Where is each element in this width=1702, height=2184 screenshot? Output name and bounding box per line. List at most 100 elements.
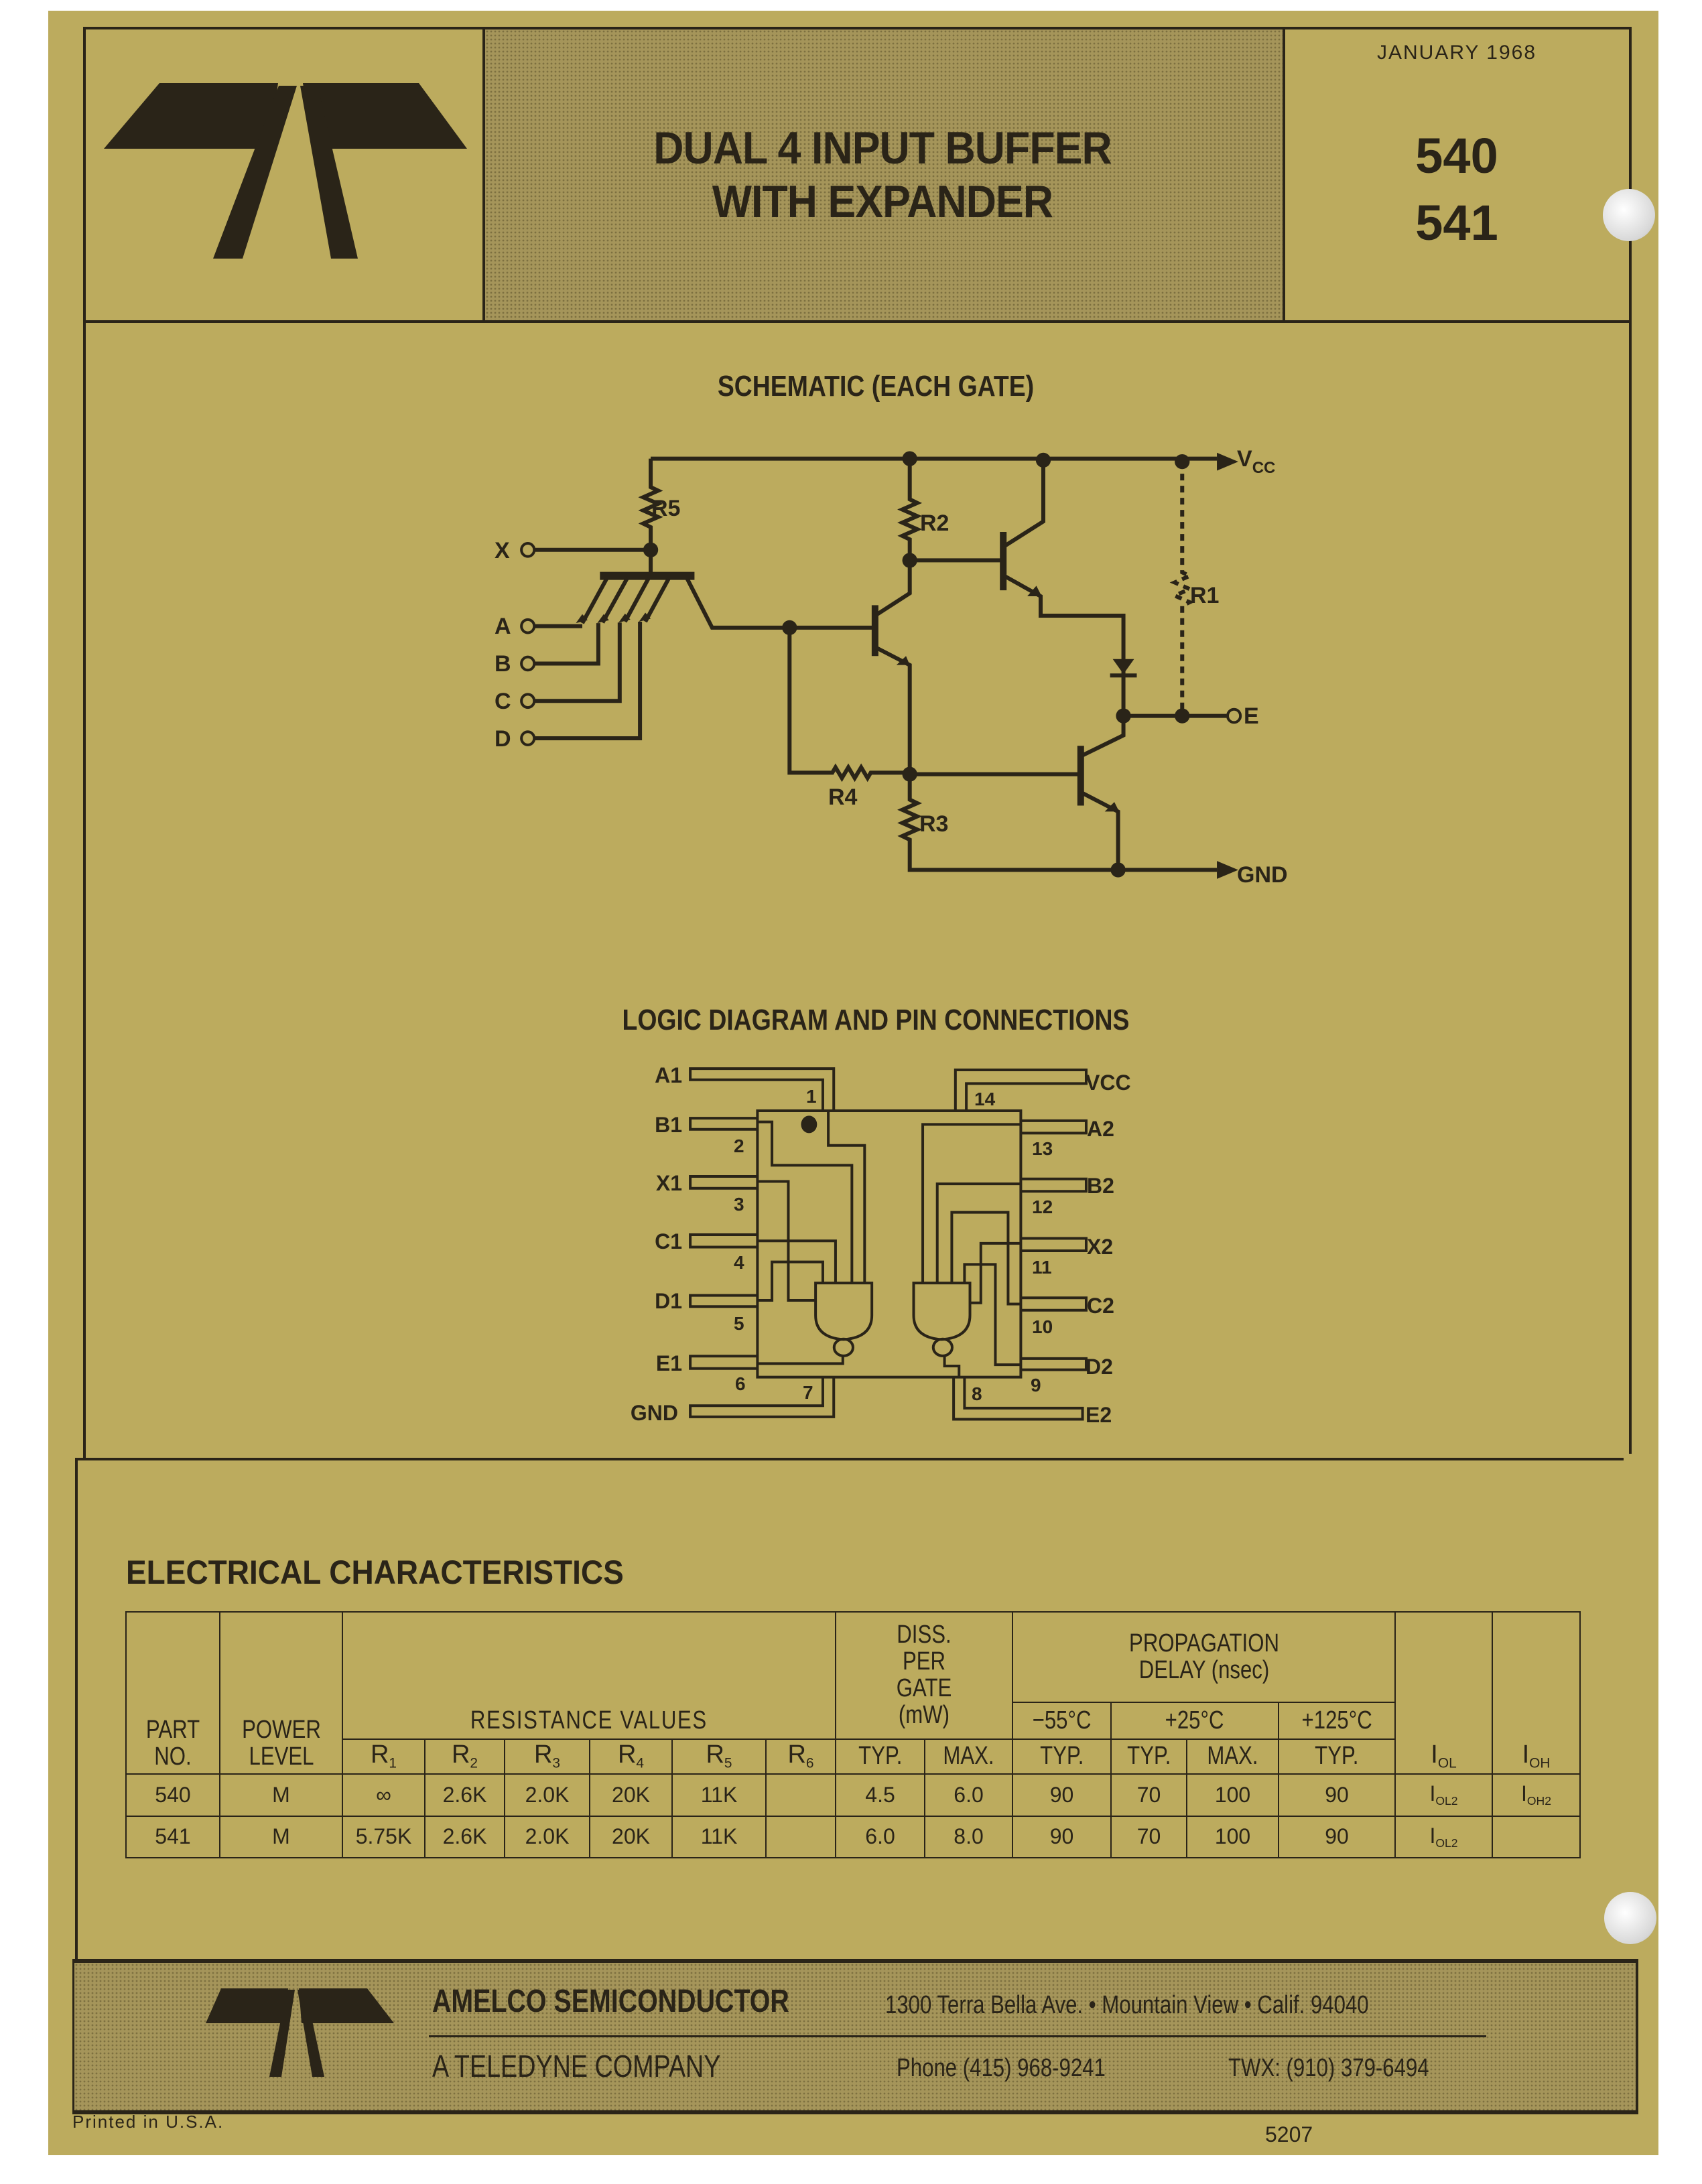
footer-company: AMELCO SEMICONDUCTOR (432, 1984, 789, 2019)
pin-number-4: 4 (734, 1252, 744, 1273)
cell-r4: 20K (589, 1816, 673, 1858)
cell-pd-25-max: 100 (1186, 1773, 1280, 1817)
pin-label-d2: D2 (1086, 1355, 1113, 1379)
cell-pd-m55-typ: 90 (1012, 1773, 1112, 1817)
pin-number-9: 9 (1031, 1375, 1041, 1395)
cell-r3: 2.0K (504, 1816, 590, 1858)
schematic-labels: R5 R2 R1 R4 R3 X A B C D E VCC GND (495, 446, 1288, 888)
cell-iol: IOL2 (1394, 1816, 1494, 1858)
label-r1: R1 (1190, 583, 1219, 608)
electrical-characteristics-title: ELECTRICAL CHARACTERISTICS (126, 1554, 624, 1591)
label-c: C (495, 689, 511, 714)
section-divider (76, 1458, 1624, 1460)
cell-pd-125-typ: 90 (1278, 1773, 1396, 1817)
header-temp-minus55: −55°C (1012, 1702, 1112, 1740)
label-r2: R2 (920, 510, 949, 536)
pin-number-3: 3 (734, 1194, 744, 1215)
label-a: A (495, 614, 511, 639)
cell-power: M (219, 1773, 343, 1817)
header-temp-plus125: +125°C (1278, 1702, 1396, 1740)
printed-in-usa: Printed in U.S.A. (72, 2112, 224, 2132)
title-cell (482, 29, 1285, 320)
cell-r1: ∞ (342, 1773, 426, 1817)
label-d: D (495, 726, 511, 752)
cell-r5: 11K (671, 1816, 767, 1858)
frame-right (1629, 27, 1632, 1454)
footer-phone: Phone (415) 968-9241 (897, 2054, 1106, 2082)
cell-diss-typ: 4.5 (835, 1773, 926, 1817)
frame-top (84, 27, 1631, 29)
pin-label-b1: B1 (655, 1113, 682, 1137)
pin-label-gnd: GND (631, 1401, 678, 1425)
pin-label-c2: C2 (1087, 1294, 1114, 1318)
logic-diagram (603, 1045, 1173, 1434)
pin-label-a2: A2 (1087, 1117, 1114, 1141)
cell-r6 (765, 1773, 837, 1817)
label-vcc: VCC (1237, 446, 1275, 477)
cell-part: 541 (125, 1816, 220, 1858)
logic-pin-labels: A1 B1 X1 C1 D1 E1 GND VCC A2 B2 X2 C2 D2… (631, 1063, 1131, 1427)
cell-r2: 2.6K (424, 1773, 505, 1817)
header-r5: R5 (671, 1738, 767, 1775)
cell-pd-m55-typ: 90 (1012, 1816, 1112, 1858)
pin-number-12: 12 (1032, 1197, 1053, 1217)
frame-header-bottom (84, 320, 1631, 323)
pin-number-5: 5 (734, 1313, 744, 1334)
header-part-no: PART NO. (125, 1611, 220, 1775)
pin-label-x1: X1 (656, 1171, 682, 1195)
header-ioh: IOH (1492, 1611, 1581, 1775)
pin-number-10: 10 (1032, 1316, 1053, 1337)
label-gnd: GND (1237, 862, 1288, 888)
footer-twx: TWX: (910) 379-6494 (1228, 2054, 1429, 2082)
header-propagation-delay: PROPAGATION DELAY (nsec) (1012, 1611, 1396, 1703)
cell-pd-25-typ: 70 (1110, 1816, 1188, 1858)
pin-label-a1: A1 (655, 1063, 682, 1087)
cell-part: 540 (125, 1773, 220, 1817)
frame-left-lower (75, 1458, 78, 1960)
pin-label-x2: X2 (1087, 1235, 1113, 1259)
label-b: B (495, 651, 511, 677)
cell-r4: 20K (589, 1773, 673, 1817)
part-number-540: 540 (1415, 128, 1498, 184)
pin-label-b2: B2 (1087, 1174, 1114, 1198)
cell-diss-max: 6.0 (924, 1773, 1014, 1817)
teledyne-logo (104, 83, 467, 259)
cell-r1: 5.75K (342, 1816, 426, 1858)
header-power-level: POWER LEVEL (219, 1611, 343, 1775)
pin-number-8: 8 (972, 1383, 982, 1404)
pin-label-d1: D1 (655, 1289, 682, 1313)
product-title-line1: DUAL 4 INPUT BUFFER (653, 123, 1112, 174)
frame-left (83, 27, 86, 1460)
cell-power: M (219, 1816, 343, 1858)
electrical-characteristics-table: PART NO. POWER LEVEL RESISTANCE VALUES D… (125, 1611, 1581, 1858)
header-pd-125-typ: TYP. (1278, 1738, 1396, 1775)
header-pd-25-max: MAX. (1186, 1738, 1280, 1775)
footer-teledyne-logo (206, 1988, 394, 2077)
schematic-diagram (469, 451, 1307, 879)
header-temp-plus25: +25°C (1110, 1702, 1280, 1740)
pin-number-13: 13 (1032, 1138, 1053, 1159)
header-dissipation: DISS. PER GATE (mW) (835, 1611, 1014, 1740)
pin-number-2: 2 (734, 1136, 744, 1156)
cell-pd-125-typ: 90 (1278, 1816, 1396, 1858)
pin-number-6: 6 (735, 1373, 746, 1394)
label-r3: R3 (919, 811, 948, 837)
pin-label-e2: E2 (1086, 1403, 1112, 1427)
cell-r5: 11K (671, 1773, 767, 1817)
footer-rule (429, 2035, 1486, 2037)
label-r5: R5 (651, 496, 680, 521)
cell-r6 (765, 1816, 837, 1858)
label-e: E (1244, 703, 1259, 729)
cell-r3: 2.0K (504, 1773, 590, 1817)
header-diss-max: MAX. (924, 1738, 1014, 1775)
logic-diagram-title: LOGIC DIAGRAM AND PIN CONNECTIONS (622, 1004, 1130, 1036)
cell-pd-25-max: 100 (1186, 1816, 1280, 1858)
product-title-line2: WITH EXPANDER (712, 176, 1053, 227)
pin-number-11: 11 (1032, 1257, 1052, 1278)
header-diss-typ: TYP. (835, 1738, 926, 1775)
document-code: 5207 (1265, 2122, 1313, 2146)
pin-number-7: 7 (803, 1382, 813, 1403)
cell-ioh (1492, 1816, 1581, 1858)
